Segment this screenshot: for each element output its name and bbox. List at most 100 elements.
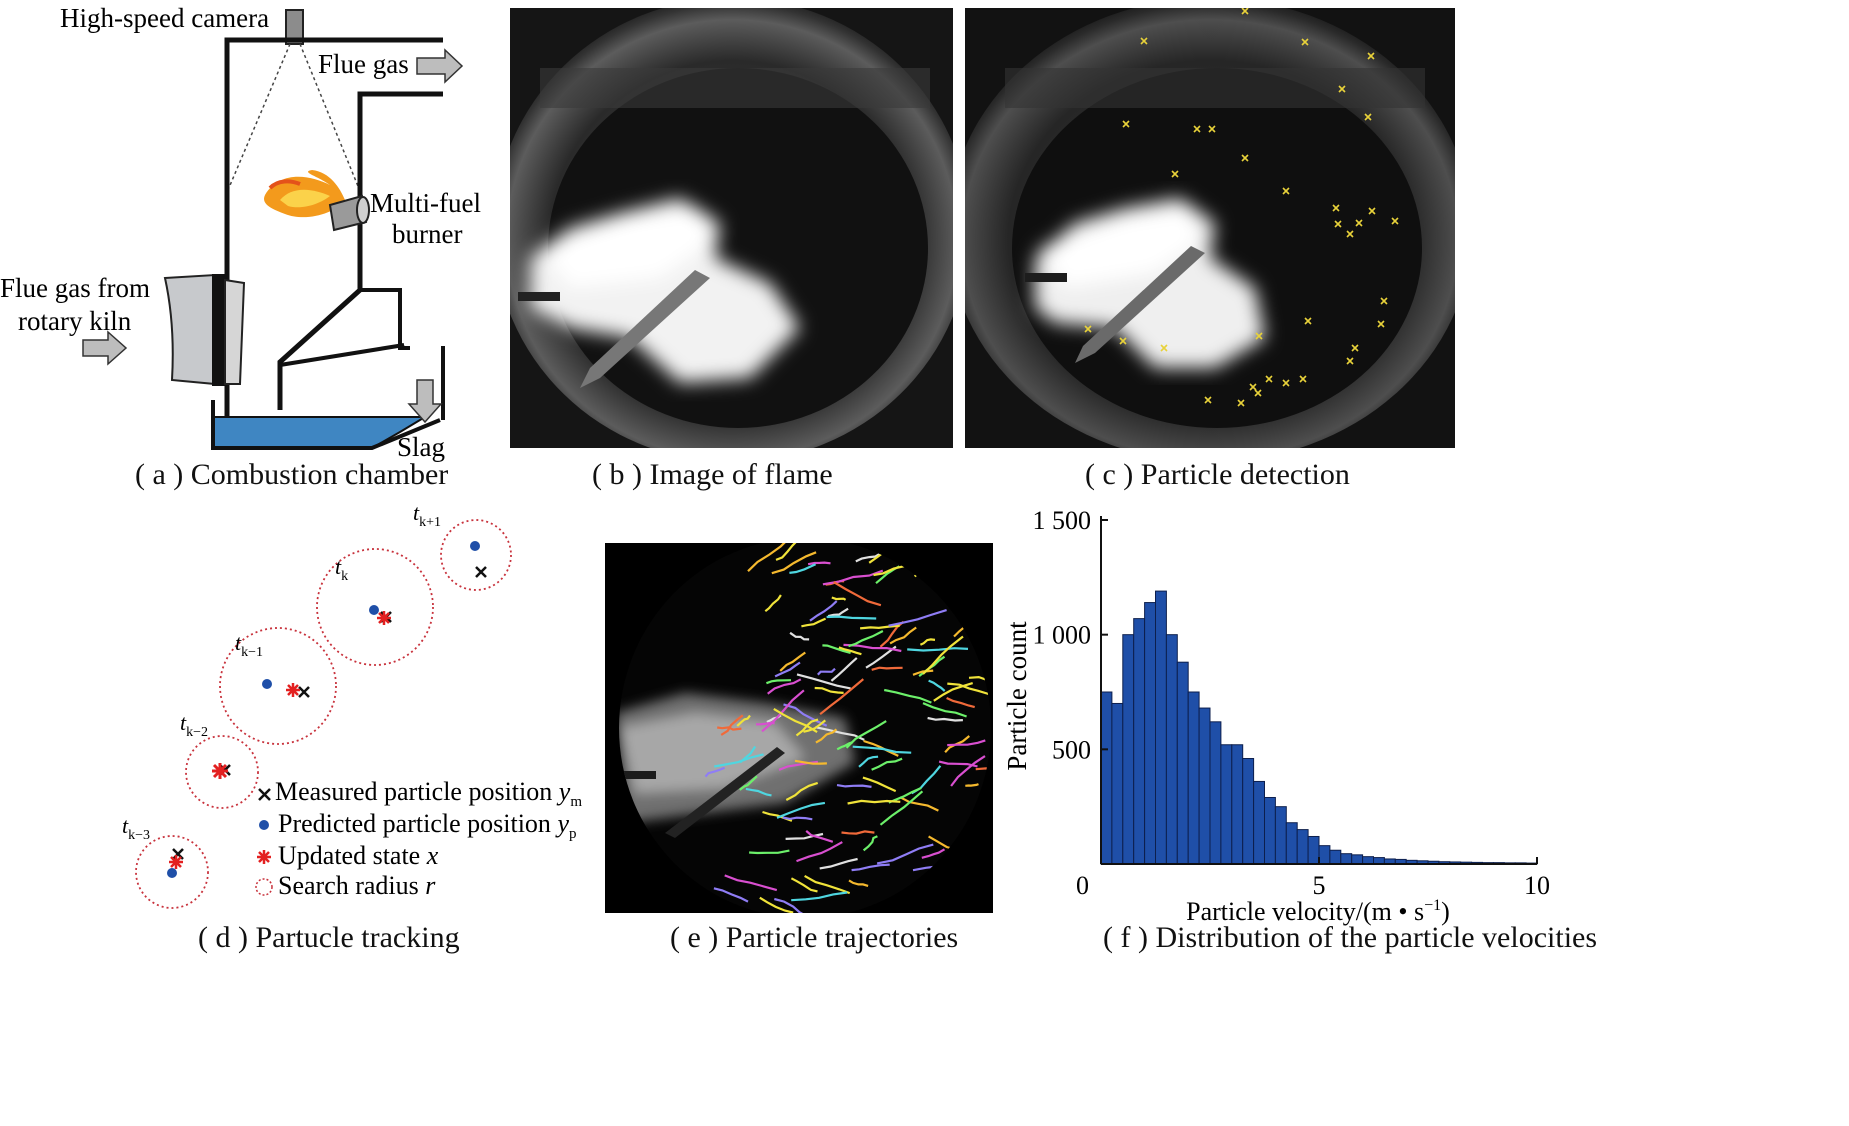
trajectory-streak (791, 891, 848, 902)
trajectory-streak (950, 755, 986, 787)
trajectory-streak (804, 874, 851, 895)
trajectory-streak (975, 767, 991, 772)
trajectory-streak (783, 703, 828, 727)
trajectory-streak (815, 728, 838, 744)
trajectory-streak (889, 626, 917, 645)
trajectory-streak (724, 874, 778, 892)
trajectory-streak (871, 666, 903, 671)
rotary-kiln-icon (163, 273, 216, 386)
trajectory-streak (803, 719, 826, 733)
burner-label-line1: Multi-fuel (370, 188, 481, 218)
trajectory-streak (947, 682, 991, 696)
trajectory-streak (848, 630, 884, 648)
trajectory-streak (838, 646, 862, 656)
trajectory-streak (773, 707, 818, 734)
histogram-bar (1307, 835, 1320, 865)
trajectory-streak (736, 714, 751, 727)
origin-tick-label: 0 (1076, 871, 1089, 900)
trajectory-streak (794, 759, 827, 765)
histogram-bar (1111, 702, 1124, 865)
trajectory-streak (822, 644, 851, 654)
trajectory-streak (848, 879, 869, 887)
trajectory-streak (921, 848, 946, 859)
y-axis-label: Particle count (1002, 621, 1032, 771)
particle-trajectories-image (605, 543, 993, 913)
flame-icon (264, 170, 345, 218)
trajectory-streak (876, 843, 934, 865)
kiln-label-line1: Flue gas from (0, 273, 150, 303)
trajectory-streak (749, 849, 790, 855)
trajectory-streak (819, 678, 865, 716)
histogram-bar (1274, 806, 1287, 865)
measured-marker-icon (258, 788, 271, 801)
svg-text:Updated state x: Updated state x (278, 841, 439, 870)
histogram-bar (1155, 590, 1167, 865)
histogram-bar (1198, 707, 1211, 865)
trajectory-streak (833, 581, 882, 607)
burner-icon (328, 194, 370, 232)
histogram-bar (1264, 796, 1276, 865)
caption-c: ( c ) Particle detection (1085, 458, 1350, 491)
updated-marker-icon (257, 850, 271, 864)
detected-particle-markers (1084, 8, 1399, 407)
trajectory-streak (858, 755, 879, 768)
trajectory-streak (745, 787, 772, 797)
flame-glow (530, 198, 800, 383)
trajectory-streak (836, 784, 872, 788)
y-tick-label: 1 500 (1033, 506, 1092, 535)
trajectory-streak (704, 766, 726, 778)
trajectory-streak (764, 594, 782, 613)
trajectory-streak (827, 607, 849, 618)
trajectory-streak (796, 841, 843, 863)
trajectory-streak (774, 897, 809, 913)
trajectory-streak (779, 651, 806, 672)
histogram-bar (1242, 758, 1255, 865)
trajectory-streak (919, 638, 936, 646)
histogram-bar (1285, 822, 1298, 865)
histogram-bar (1362, 856, 1375, 865)
trajectory-streak (883, 688, 932, 704)
trajectory-streak (714, 753, 764, 768)
trajectory-streak (720, 714, 744, 736)
trajectory-streak (785, 832, 824, 840)
velocity-histogram: Particle count Particle velocity/(m • s−… (1002, 506, 1551, 926)
trajectory-streak (814, 686, 844, 694)
trajectory-streak (782, 816, 813, 821)
trajectory-streak (756, 721, 775, 726)
search-radius-circles (135, 519, 512, 909)
histogram-bar (1296, 829, 1309, 865)
trajectory-streak (809, 600, 838, 622)
kiln-arrow-icon (82, 330, 128, 366)
trajectory-streak (785, 781, 819, 801)
flue-gas-label: Flue gas (318, 49, 409, 79)
histogram-bar (1176, 661, 1189, 865)
trajectory-streak (819, 857, 858, 870)
trajectory-streak (841, 830, 875, 835)
kiln-label-line2: rotary kiln (18, 306, 132, 336)
trajectory-streak (759, 896, 794, 913)
trajectory-streak (789, 563, 817, 574)
time-label-k-minus-2: tk−2 (180, 710, 208, 740)
histogram-bar (1329, 849, 1342, 865)
trajectory-streak (879, 790, 924, 826)
trajectory-streak (965, 783, 979, 787)
histogram-bar (1122, 634, 1135, 865)
svg-text:Predicted particle position yp: Predicted particle position yp (278, 809, 576, 842)
svg-text:Measured particle position ym: Measured particle position ym (275, 777, 582, 810)
trajectory-streak (855, 552, 881, 563)
trajectory-streak (862, 776, 897, 793)
trajectory-streak (789, 631, 810, 641)
search-radius-icon (255, 878, 273, 896)
camera-label: High-speed camera (60, 3, 269, 33)
time-label-k-plus-1: tk+1 (413, 500, 441, 530)
trajectory-streak (713, 887, 749, 903)
trajectory-streak (817, 667, 836, 676)
trajectory-streak (807, 561, 831, 566)
x-axis-label: Particle velocity/(m • s−1) (1186, 897, 1450, 926)
particle-detection-image (965, 8, 1455, 448)
trajectory-streak (776, 801, 826, 819)
trajectory-streak (847, 799, 901, 805)
flame-image (510, 8, 953, 448)
trajectory-streak (907, 647, 969, 652)
